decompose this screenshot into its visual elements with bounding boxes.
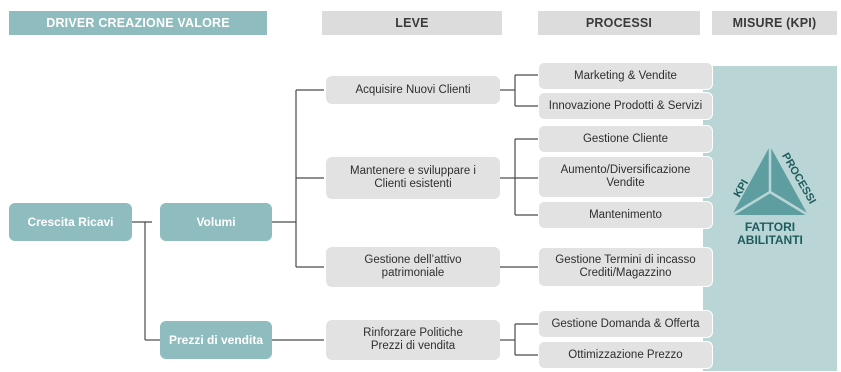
processo-marketing-vendite: Marketing & Vendite <box>538 62 713 90</box>
kpi-panel <box>703 66 837 371</box>
leva-mantenere-clienti: Mantenere e sviluppare i Clienti esisten… <box>326 157 500 199</box>
processo-aumento-vendite: Aumento/Diversificazione Vendite <box>538 156 713 198</box>
leva-politiche-prezzi: Rinforzare Politiche Prezzi di vendita <box>326 320 500 360</box>
processo-ottimizzazione-prezzo: Ottimizzazione Prezzo <box>538 341 713 369</box>
header-processi: PROCESSI <box>538 11 700 35</box>
processo-domanda-offerta: Gestione Domanda & Offerta <box>538 310 713 338</box>
processo-mantenimento: Mantenimento <box>538 201 713 229</box>
processo-termini-incasso: Gestione Termini di incasso Crediti/Maga… <box>538 247 713 287</box>
header-leve: LEVE <box>322 11 502 35</box>
processo-gestione-cliente: Gestione Cliente <box>538 125 713 153</box>
header-misure: MISURE (KPI) <box>712 11 837 35</box>
driver-volumi: Volumi <box>160 203 272 241</box>
header-driver: DRIVER CREAZIONE VALORE <box>9 11 267 35</box>
driver-crescita-ricavi: Crescita Ricavi <box>9 203 132 241</box>
leva-acquisire-clienti: Acquisire Nuovi Clienti <box>326 76 500 104</box>
kpi-triangle-icon: KPI PROCESSI <box>731 146 818 217</box>
kpi-label-bottom: FATTORI ABILITANTI <box>737 220 803 247</box>
processo-innovazione: Innovazione Prodotti & Servizi <box>538 92 713 120</box>
leva-gestione-attivo: Gestione dell’attivo patrimoniale <box>326 247 500 287</box>
driver-prezzi-vendita: Prezzi di vendita <box>160 321 272 359</box>
